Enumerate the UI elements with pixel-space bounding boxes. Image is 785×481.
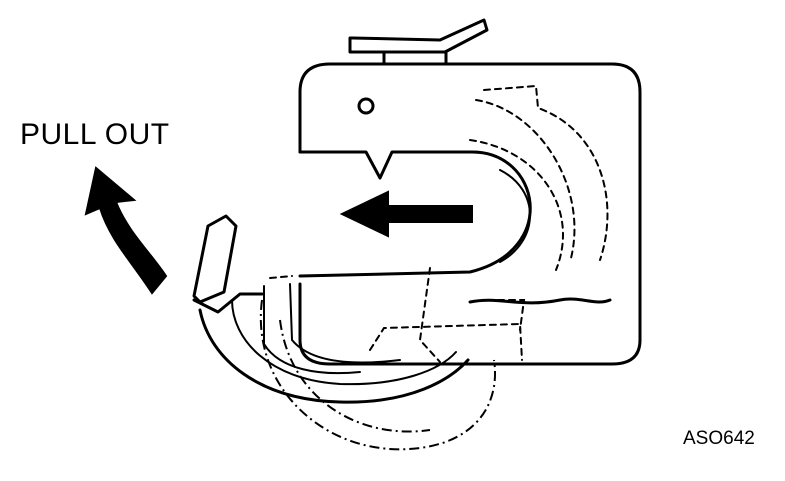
latch-alternate-position: [369, 84, 612, 363]
coupling-housing: [298, 18, 642, 366]
release-handle: [192, 214, 496, 451]
figure-code-label: ASO642: [683, 428, 755, 449]
pull-out-arrow: [84, 166, 168, 295]
slide-direction-arrow: [339, 190, 473, 238]
pull-out-label: PULL OUT: [20, 118, 170, 151]
